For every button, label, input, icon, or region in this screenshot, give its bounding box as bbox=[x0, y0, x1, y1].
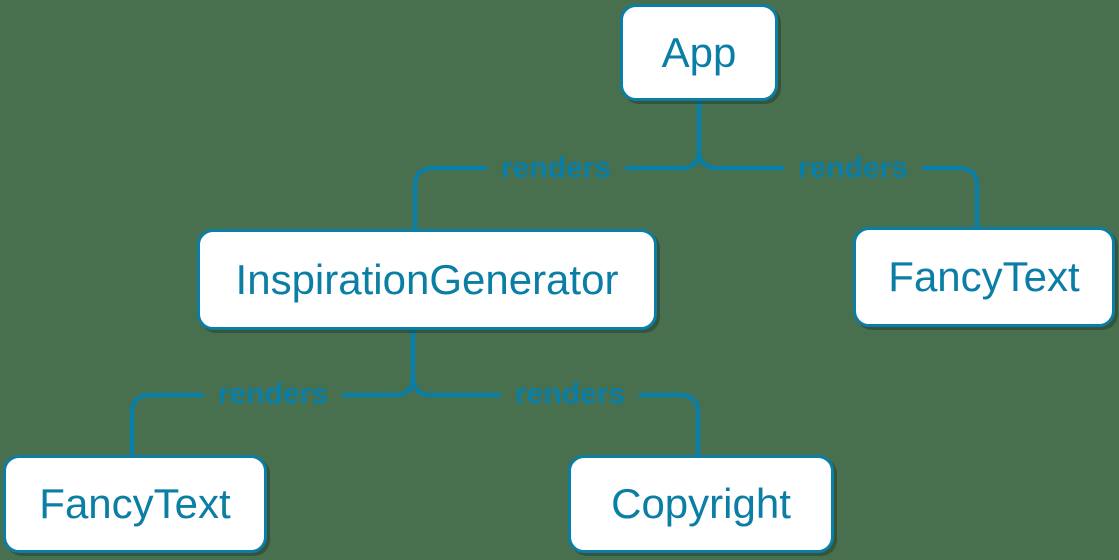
edge-label-renders: renders bbox=[486, 149, 626, 187]
node-fancy-text-right: FancyText bbox=[853, 227, 1115, 327]
node-fancy-text-left: FancyText bbox=[3, 455, 267, 553]
edge-label-renders: renders bbox=[203, 375, 343, 413]
edge-label-renders: renders bbox=[783, 149, 923, 187]
node-inspiration-generator: InspirationGenerator bbox=[197, 229, 657, 330]
node-app: App bbox=[620, 4, 778, 101]
node-copyright: Copyright bbox=[568, 455, 834, 553]
edge-label-renders: renders bbox=[500, 375, 640, 413]
